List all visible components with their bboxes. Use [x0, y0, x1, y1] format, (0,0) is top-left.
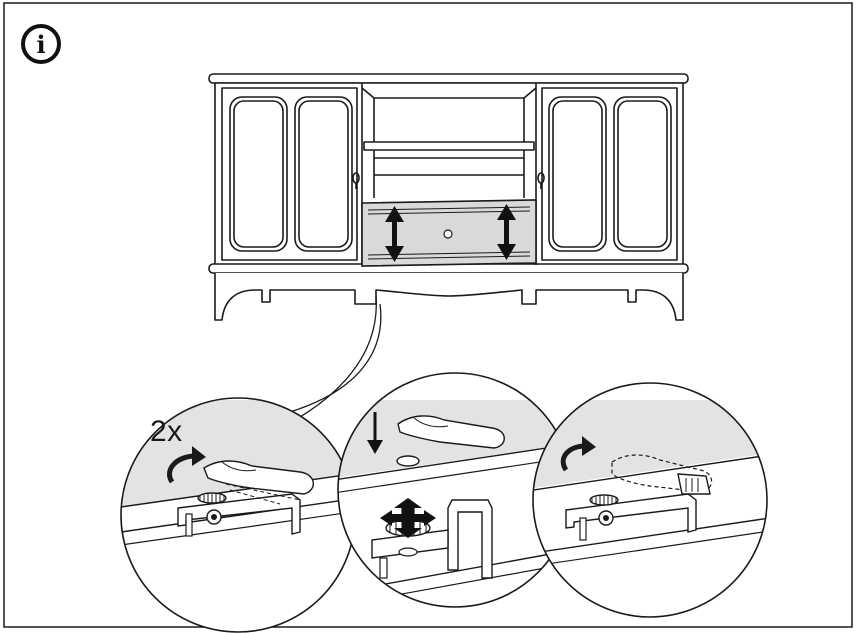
four-way-arrow-icon — [380, 498, 436, 538]
info-icon — [21, 24, 61, 64]
repeat-count-label: 2x — [150, 415, 183, 448]
page-frame — [3, 2, 853, 628]
double-arrow-left-icon — [385, 206, 404, 262]
detail-circle-1 — [120, 397, 356, 633]
double-arrow-right-icon — [497, 204, 516, 260]
info-icon-glyph: i — [36, 29, 46, 59]
sideboard — [208, 73, 689, 321]
down-arrow-icon — [367, 412, 383, 454]
detail-circle-3 — [532, 382, 768, 618]
